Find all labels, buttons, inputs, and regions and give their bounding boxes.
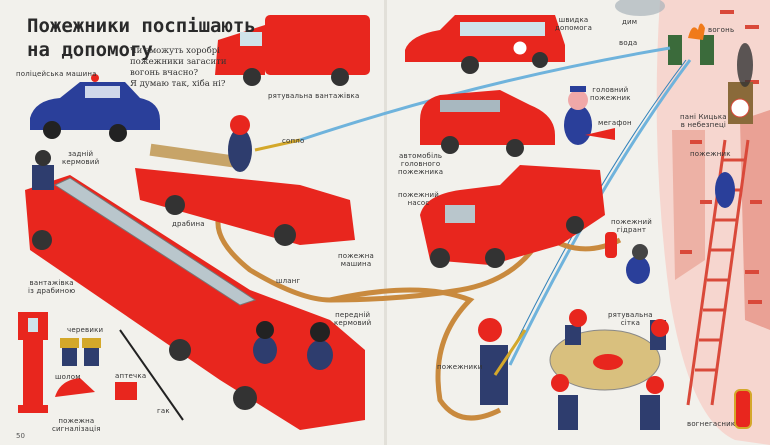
fire-flames <box>688 23 705 40</box>
intro-text: Чи зможуть хоробрі пожежники загасити во… <box>130 46 227 89</box>
label-nozzle: сопло <box>282 137 305 145</box>
label-helmet: шолом <box>55 373 81 381</box>
rear-driver <box>32 165 54 190</box>
fire-engine <box>135 115 355 246</box>
police-car <box>30 74 160 142</box>
label-extinguisher: вогнегасник <box>687 420 736 428</box>
label-chief-car: автомобіль головного пожежника <box>398 152 444 176</box>
page-number: 50 <box>16 432 25 440</box>
front-driver <box>307 340 333 370</box>
label-ladder: драбина <box>172 220 205 228</box>
label-boots: черевики <box>67 326 104 334</box>
smoke <box>615 0 753 87</box>
label-hook: гак <box>157 407 170 415</box>
label-megaphone: мегафон <box>598 119 632 127</box>
label-smoke: дим <box>622 18 638 26</box>
label-first-aid: аптечка <box>115 372 147 380</box>
label-hose: шланг <box>276 277 301 285</box>
label-fire-alarm: пожежна сигналізація <box>52 417 101 433</box>
mrs-cat <box>730 98 750 118</box>
label-rescue-truck: рятувальна вантажівка <box>268 92 360 100</box>
cat-falling <box>626 244 650 284</box>
label-water: вода <box>619 39 638 47</box>
firefighter-with-hose <box>478 318 527 405</box>
megaphone <box>585 128 615 140</box>
window-shutter-right <box>700 35 714 65</box>
hook <box>119 329 184 421</box>
fire-alarm <box>18 312 48 413</box>
helmet <box>55 378 95 397</box>
ambulance <box>405 15 565 74</box>
first-aid-kit <box>115 382 137 400</box>
label-rear-driver: задній кермовий <box>62 150 100 166</box>
label-police-car: поліцейська машина <box>16 70 97 78</box>
label-fire: вогонь <box>708 26 735 34</box>
label-firefighters: пожежники <box>437 363 483 371</box>
label-ladder-truck: вантажівка із драбиною <box>28 279 76 295</box>
ladder-truck <box>25 150 365 430</box>
fire-hydrant <box>605 232 617 258</box>
page-title: Пожежники поспішають на допомогу <box>27 15 256 61</box>
label-firefighter: пожежник <box>690 150 731 158</box>
window-shutter-left <box>668 35 682 65</box>
page-gutter <box>384 0 387 445</box>
rescue-truck <box>215 15 370 86</box>
label-mrs-cat: пані Кицька в небезпеці <box>680 113 727 129</box>
label-ambulance: швидка допомога <box>555 16 593 32</box>
label-fire-engine: пожежна машина <box>338 252 375 268</box>
label-fire-chief: головний пожежник <box>590 86 631 102</box>
firefighter-with-nozzle <box>228 128 252 172</box>
fire-pump-truck <box>420 165 605 268</box>
label-pump: пожежний насос <box>398 191 440 207</box>
label-safety-net: рятувальна сітка <box>608 311 653 327</box>
chief-car <box>420 90 555 157</box>
fire-extinguisher <box>734 389 752 429</box>
label-hydrant: пожежний гідрант <box>611 218 653 234</box>
safety-net <box>549 309 669 430</box>
label-front-driver: передній кермовий <box>334 311 372 327</box>
fire-chief <box>564 86 615 145</box>
firefighter-on-ladder <box>715 172 735 208</box>
nozzle <box>254 138 301 152</box>
boots <box>60 338 101 366</box>
